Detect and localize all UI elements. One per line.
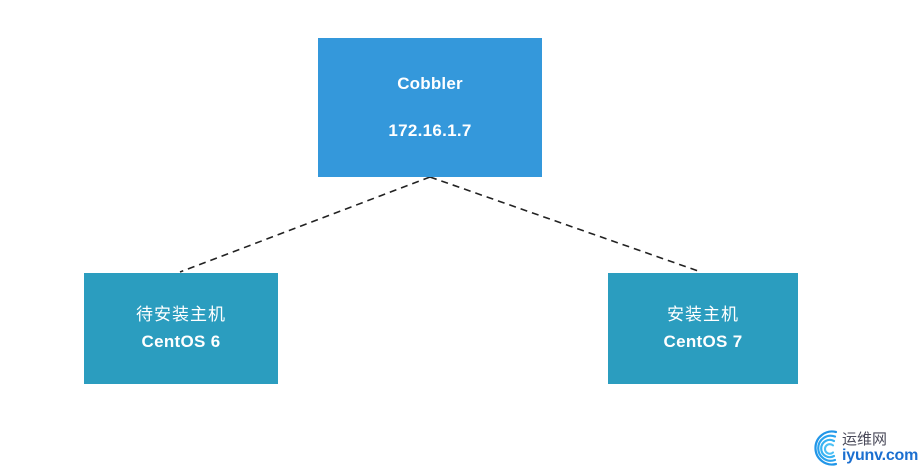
watermark-cn-label: 运维网: [842, 430, 888, 448]
node-client-centos6-os: CentOS 6: [141, 331, 221, 351]
connector-server-to-centos7: [429, 176, 702, 273]
node-cobbler-server[interactable]: Cobbler 172.16.1.7: [318, 38, 542, 177]
node-cobbler-title: Cobbler: [397, 73, 463, 93]
watermark-domain-label: iyunv.com: [842, 447, 919, 464]
node-client-centos6-title: 待安装主机: [136, 305, 226, 325]
swirl-circle-logo-icon: [806, 427, 848, 469]
watermark-text: 运维网 iyunv.com: [842, 432, 918, 464]
node-client-centos7-title: 安装主机: [667, 305, 739, 325]
node-client-centos7-os: CentOS 7: [663, 331, 743, 351]
watermark: 运维网 iyunv.com: [806, 426, 918, 470]
node-cobbler-ip: 172.16.1.7: [388, 121, 472, 140]
node-client-centos6[interactable]: 待安装主机 CentOS 6: [84, 273, 278, 384]
connector-server-to-centos6: [179, 176, 431, 273]
node-client-centos7[interactable]: 安装主机 CentOS 7: [608, 273, 798, 384]
